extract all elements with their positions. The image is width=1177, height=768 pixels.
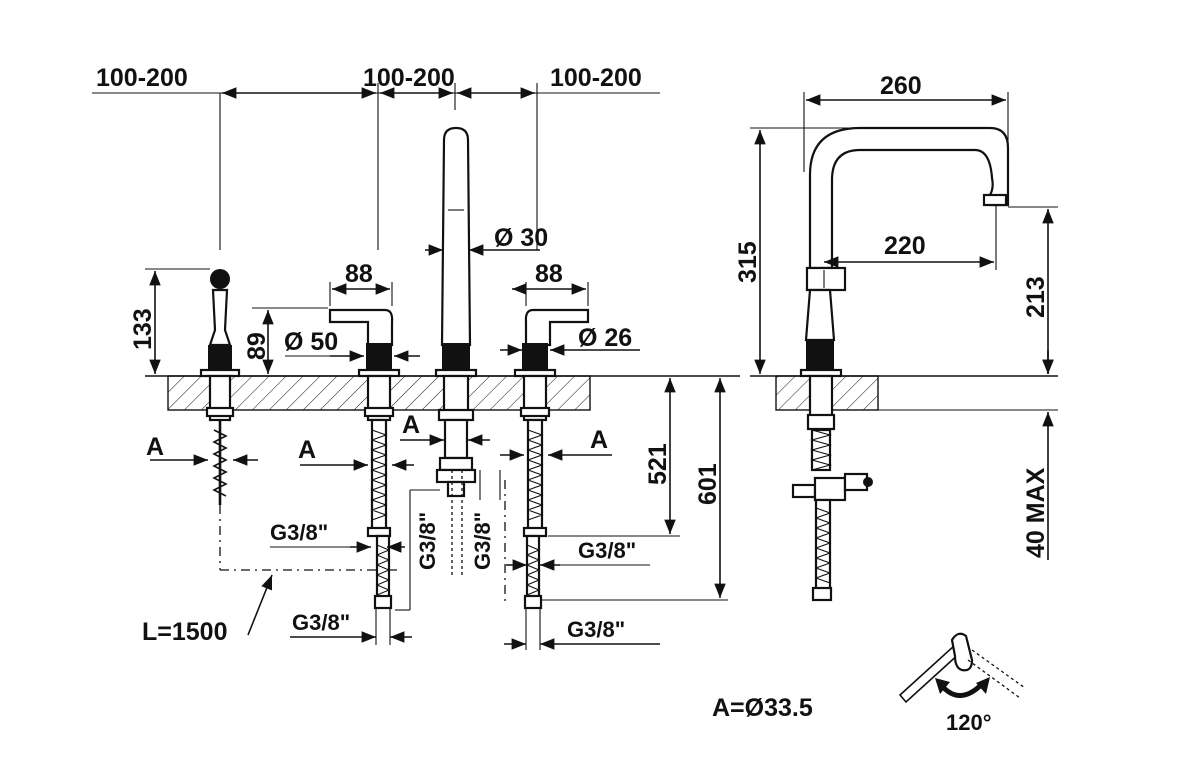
dim-521-label: 521 — [644, 443, 672, 485]
thread-1-label: G3/8" — [270, 520, 328, 545]
spacing-dimensions: 100-200 100-200 100-200 — [92, 64, 660, 250]
shower-height-label: 133 — [129, 308, 157, 350]
left-valve: 88 89 Ø 50 A G3/8" G3/8" — [243, 260, 420, 645]
reach-outlet-label: 220 — [884, 232, 926, 260]
thread-2-label: G3/8" — [292, 610, 350, 635]
hose-length-label: L=1500 — [142, 618, 228, 646]
a-diameter-note: A=Ø33.5 — [712, 694, 813, 722]
handle-left-width-label: 88 — [345, 260, 373, 288]
label-a-4: A — [590, 426, 608, 454]
spacing-left-label: 100-200 — [96, 64, 188, 92]
reach-total-label: 260 — [880, 72, 922, 100]
thread-3-label: G3/8" — [415, 512, 440, 570]
spacing-right-label: 100-200 — [550, 64, 642, 92]
height-total-label: 315 — [734, 241, 762, 283]
deck-section-front — [145, 375, 740, 411]
handle-right-diameter-label: Ø 26 — [578, 324, 632, 352]
thread-4-label: G3/8" — [470, 512, 495, 570]
thread-6-label: G3/8" — [567, 617, 625, 642]
label-a-3: A — [402, 411, 420, 439]
rotation-lever-icon — [898, 632, 1026, 704]
spout-diameter-label: Ø 30 — [494, 224, 548, 252]
notes: A=Ø33.5 120° — [712, 632, 1026, 735]
spout: Ø 30 A G3/8" G3/8" — [395, 126, 548, 611]
vertical-dimensions-front: 521 601 — [540, 378, 728, 601]
deck-max-label: 40 MAX — [1022, 467, 1050, 558]
thread-5-label: G3/8" — [578, 538, 636, 563]
right-valve: 88 Ø 26 A G3/8" G3/8" — [500, 260, 660, 650]
handle-left-diameter-label: Ø 50 — [284, 328, 338, 356]
rotation-label: 120° — [946, 710, 992, 735]
label-a-2: A — [298, 436, 316, 464]
label-a-1: A — [146, 433, 164, 461]
handle-height-label: 89 — [243, 332, 271, 360]
hand-shower: 133 A L=1500 — [129, 268, 400, 646]
height-outlet-label: 213 — [1022, 276, 1050, 318]
dim-601-label: 601 — [694, 463, 722, 505]
handle-right-width-label: 88 — [535, 260, 563, 288]
side-view: 260 220 315 213 40 MAX — [734, 72, 1058, 602]
spacing-mid-label: 100-200 — [363, 64, 455, 92]
